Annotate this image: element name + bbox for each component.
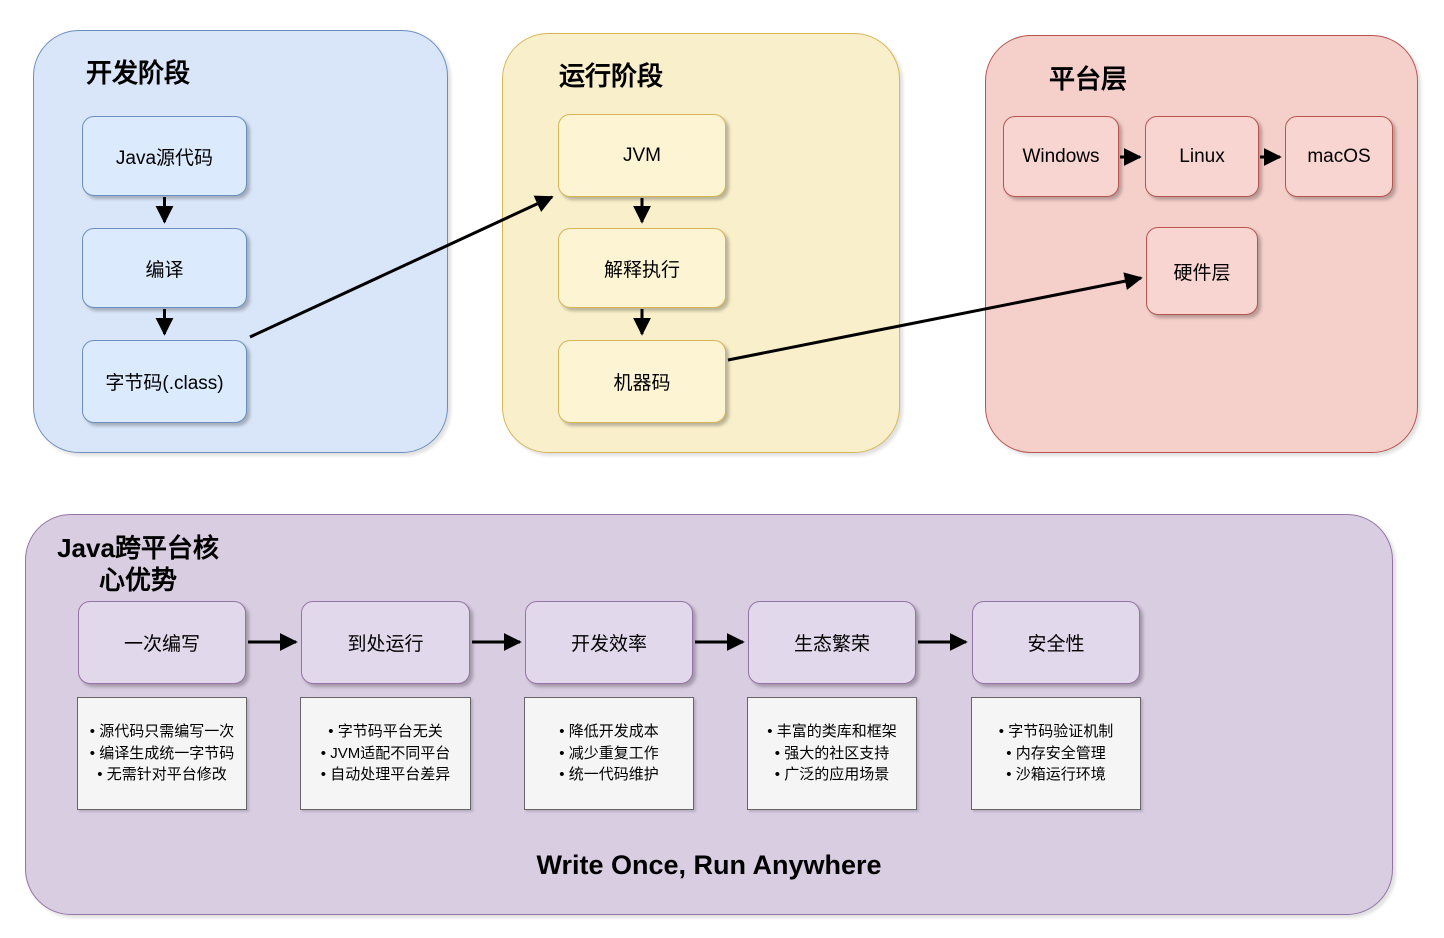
note-ecosystem: • 丰富的类库和框架 • 强大的社区支持 • 广泛的应用场景 [747,697,917,810]
node-java-source: Java源代码 [82,116,247,196]
node-interpret: 解释执行 [558,228,726,308]
step-ecosystem: 生态繁荣 [748,601,916,684]
step-security: 安全性 [972,601,1140,684]
slogan-text: Write Once, Run Anywhere [536,850,882,880]
note-line: • 统一代码维护 [559,766,659,784]
advantages-container [25,514,1393,915]
note-line: • 降低开发成本 [559,723,659,741]
note-line: • 内存安全管理 [1006,744,1106,762]
note-line: • 丰富的类库和框架 [767,723,897,741]
note-line: • 沙箱运行环境 [1006,766,1106,784]
advantages-title: Java跨平台核心优势 [57,533,219,595]
dev-stage-title: 开发阶段 [86,58,191,88]
node-jvm: JVM [558,114,726,197]
note-write-once: • 源代码只需编写一次 • 编译生成统一字节码 • 无需针对平台修改 [77,697,247,810]
node-compile: 编译 [82,228,247,308]
node-linux: Linux [1145,116,1259,197]
step-run-anywhere: 到处运行 [301,601,470,684]
note-line: • 广泛的应用场景 [774,766,890,784]
step-write-once: 一次编写 [78,601,246,684]
note-line: • JVM适配不同平台 [320,744,451,762]
note-line: • 字节码验证机制 [998,723,1114,741]
node-machine-code: 机器码 [558,340,726,423]
note-security: • 字节码验证机制 • 内存安全管理 • 沙箱运行环境 [971,697,1141,810]
node-bytecode: 字节码(.class) [82,340,247,423]
node-windows: Windows [1003,116,1119,197]
run-stage-title: 运行阶段 [559,61,664,91]
note-run-anywhere: • 字节码平台无关 • JVM适配不同平台 • 自动处理平台差异 [300,697,471,810]
note-line: • 自动处理平台差异 [320,766,451,784]
note-line: • 编译生成统一字节码 [89,744,235,762]
note-line: • 字节码平台无关 [328,723,443,741]
note-line: • 源代码只需编写一次 [89,723,235,741]
step-dev-efficiency: 开发效率 [525,601,693,684]
platform-layer-title: 平台层 [1049,64,1128,94]
node-macos: macOS [1285,116,1393,197]
note-line: • 减少重复工作 [559,744,659,762]
note-line: • 强大的社区支持 [774,744,890,762]
node-hardware-layer: 硬件层 [1146,227,1258,315]
note-line: • 无需针对平台修改 [97,766,227,784]
note-dev-efficiency: • 降低开发成本 • 减少重复工作 • 统一代码维护 [524,697,694,810]
